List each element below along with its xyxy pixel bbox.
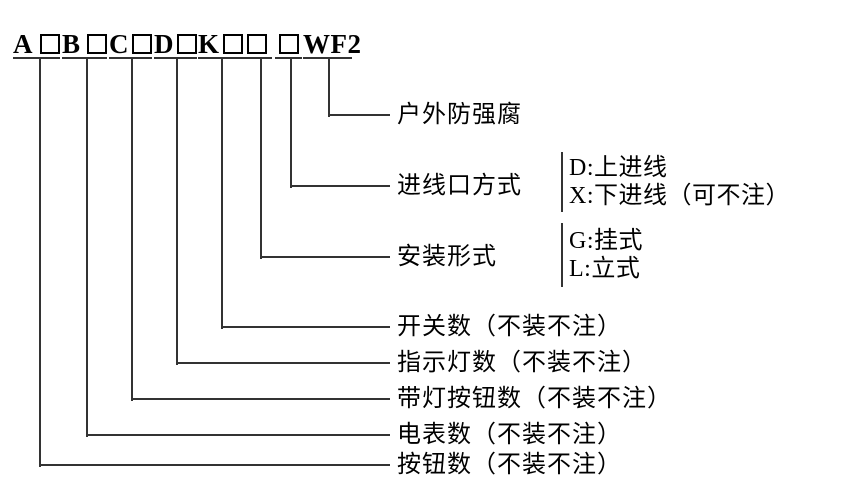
code-box-icon xyxy=(177,34,197,54)
option-line: D:上进线 xyxy=(569,155,668,181)
branch-label: 进线口方式 xyxy=(397,173,522,199)
code-letter: D xyxy=(154,29,174,59)
connector-vline xyxy=(290,59,292,188)
code-box-icon xyxy=(223,34,243,54)
connector-hline xyxy=(221,326,390,328)
connector-vline xyxy=(328,59,330,117)
code-box-icon xyxy=(247,34,267,54)
code-group: D xyxy=(154,27,197,59)
connector-vline xyxy=(221,59,223,329)
connector-vline xyxy=(39,59,41,467)
options-divider xyxy=(561,223,563,287)
branch-label: 带灯按钮数（不装不注） xyxy=(397,386,672,412)
branch-label: 户外防强腐 xyxy=(397,102,522,128)
code-group: C xyxy=(109,27,152,59)
code-box-icon xyxy=(40,34,60,54)
option-line: G:挂式 xyxy=(569,228,643,254)
code-box-icon xyxy=(278,34,299,54)
branch-label: 指示灯数（不装不注） xyxy=(397,350,647,376)
connector-hline xyxy=(131,398,390,400)
connector-hline xyxy=(290,185,390,187)
option-line: X:下进线（可不注） xyxy=(569,183,790,209)
connector-vline xyxy=(131,59,133,401)
branch-label: 开关数（不装不注） xyxy=(397,314,622,340)
code-letter: A xyxy=(13,29,33,59)
code-box-icon xyxy=(132,34,152,54)
branch-label: 电表数（不装不注） xyxy=(397,422,622,448)
code-group: K xyxy=(198,27,243,59)
connector-hline xyxy=(86,434,390,436)
connector-vline xyxy=(176,59,178,365)
code-group: B xyxy=(62,27,107,59)
connector-vline xyxy=(86,59,88,437)
connector-hline xyxy=(328,114,390,116)
code-letter: WF2 xyxy=(303,29,362,59)
connector-hline xyxy=(176,362,390,364)
code-group xyxy=(242,27,272,59)
connector-hline xyxy=(260,256,390,258)
code-group: WF2 xyxy=(303,27,361,59)
options-divider xyxy=(561,152,563,212)
connector-vline xyxy=(260,59,262,259)
branch-label: 按钮数（不装不注） xyxy=(397,452,622,478)
code-group xyxy=(275,27,302,59)
code-group: A xyxy=(13,27,60,59)
code-letter: C xyxy=(109,29,129,59)
code-letter: B xyxy=(62,29,81,59)
code-letter: K xyxy=(198,29,220,59)
option-line: L:立式 xyxy=(569,256,641,282)
code-box-icon xyxy=(87,34,107,54)
branch-label: 安装形式 xyxy=(397,244,497,270)
connector-hline xyxy=(39,464,390,466)
